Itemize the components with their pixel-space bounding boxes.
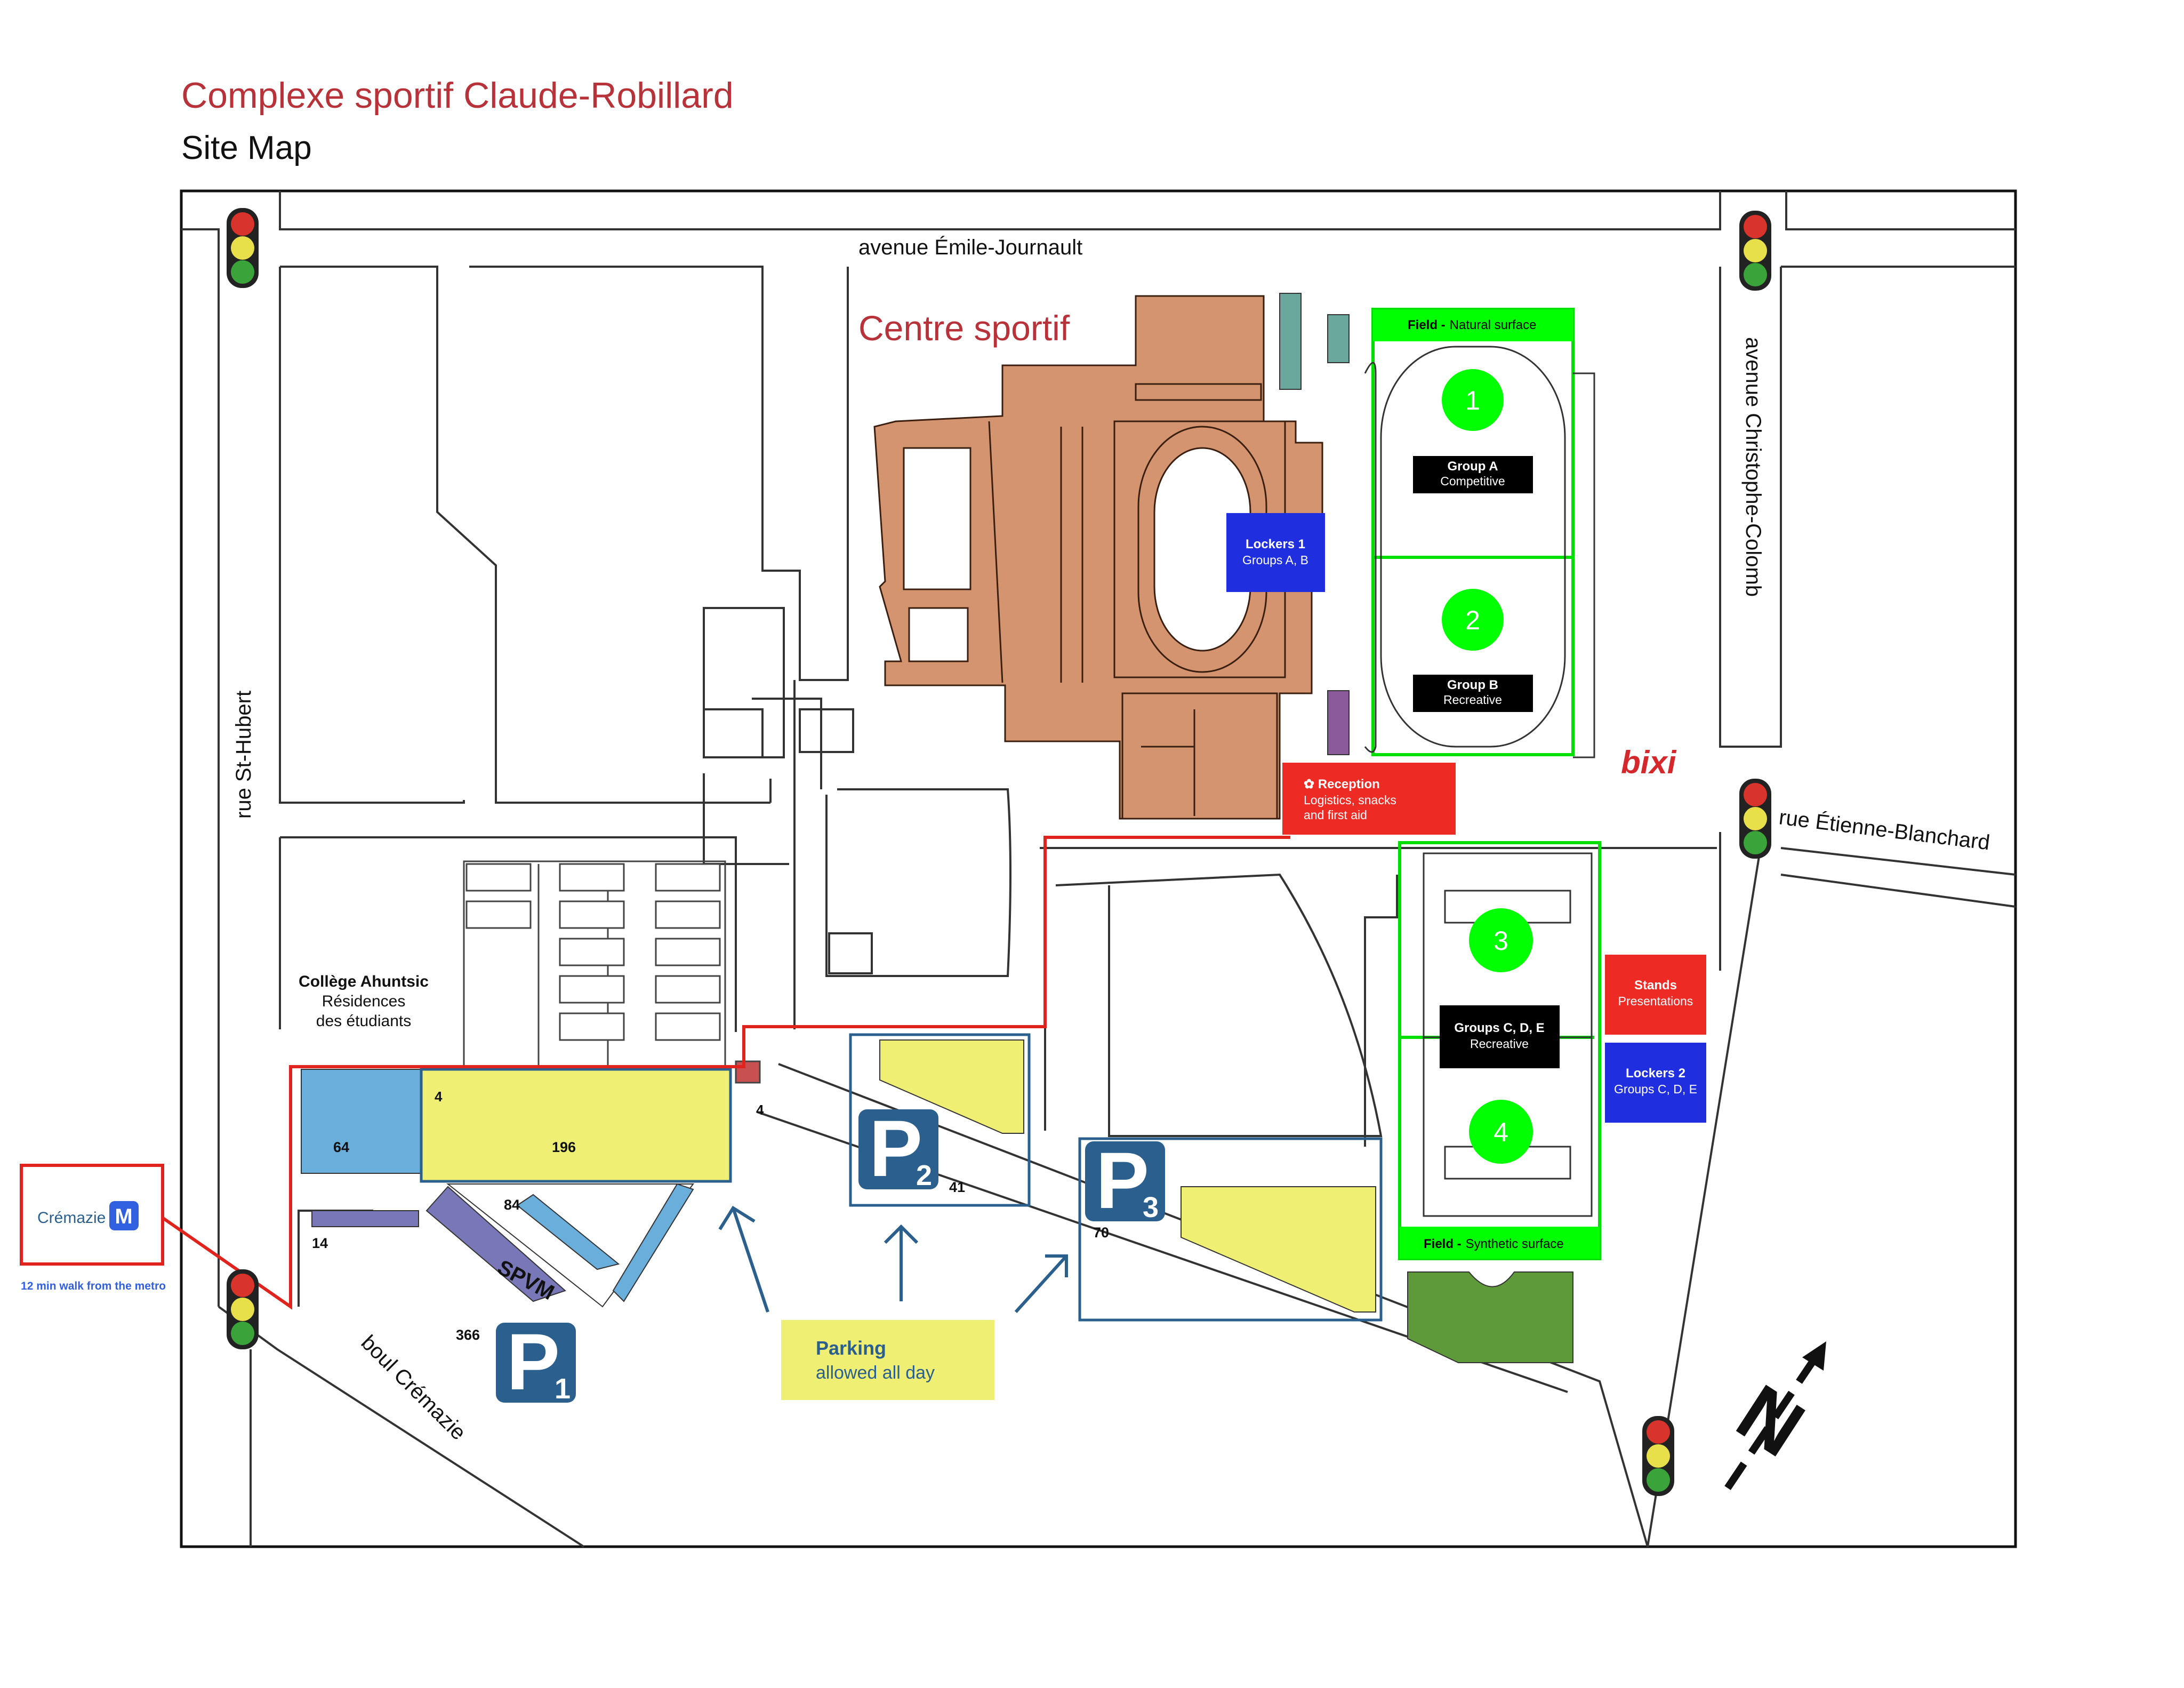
parking-lot-p1 [301,1068,732,1308]
metro-box [20,1164,164,1266]
group-cde-title: Groups C, D, E [1454,1021,1544,1035]
college-line3: des étudiants [316,1012,411,1030]
building-inner-details [903,383,1286,816]
traffic-light-icon [1739,211,1771,291]
lockers-1-box [1226,513,1325,592]
group-a-title: Group A [1447,459,1498,474]
svg-text:Field -Natural surface: Field - Natural surface [1408,318,1536,332]
parking-legend-box [781,1320,994,1400]
field-3-marker [1469,908,1533,972]
street-outlines [181,191,2016,1547]
p3-letter: P [1096,1135,1149,1225]
field-1-marker [1442,369,1504,431]
count-14: 14 [312,1235,328,1251]
metro-station: Crémazie [37,1209,106,1227]
p1-number: 1 [555,1373,571,1405]
field-synthetic-bold: Field - [1424,1237,1462,1251]
group-cde-box [1440,1005,1560,1068]
parking-lot-p2 [849,1033,1031,1207]
p3-number: 3 [1143,1191,1159,1223]
lockers-1-title: Lockers 1 [1246,537,1305,551]
count-70: 70 [1093,1225,1109,1241]
count-84: 84 [504,1197,520,1213]
field-natural-rest: Natural surface [1450,318,1537,332]
metro-badge-box [109,1201,139,1230]
lockers-2-box [1605,1043,1706,1123]
parking-legend-title: Parking [816,1337,886,1359]
page-subtitle: Site Map [181,130,312,166]
field-2-marker [1442,589,1504,651]
traffic-light-icon [1739,779,1771,859]
group-cde-sub: Recreative [1470,1037,1529,1051]
field-natural-bold: Field - [1408,318,1446,332]
page-title: Complexe sportif Claude-Robillard [181,75,734,116]
p1-letter: P [507,1317,560,1406]
field-1-number: 1 [1465,386,1480,415]
count-4a: 4 [435,1089,443,1105]
p2-letter: P [869,1103,922,1193]
bixi-logo: bixi [1621,745,1677,780]
field-4-number: 4 [1494,1117,1508,1147]
field-4-marker [1469,1100,1533,1164]
traffic-light-icon [227,208,259,288]
reception-box [1282,763,1456,835]
group-a-sub: Competitive [1440,474,1505,488]
reception-line3: and first aid [1304,808,1367,822]
street-east: avenue Christophe-Colomb [1741,337,1765,597]
centre-sportif-label: Centre sportif [858,308,1070,348]
parking-legend-sub: allowed all day [816,1363,935,1383]
field-synthetic-rest: Synthetic surface [1466,1237,1564,1251]
college-line2: Résidences [322,993,406,1010]
college-name: Collège Ahuntsic [299,973,429,990]
count-41: 41 [949,1179,965,1195]
teal-lots [1279,293,1350,755]
stands-box [1605,955,1706,1035]
reception-title: ✿ Reception [1304,777,1380,791]
walking-route [159,836,1290,1310]
parking-lot-p3 [1078,1137,1383,1322]
lockers-1-sub: Groups A, B [1242,553,1308,567]
field-natural [1364,308,1595,758]
field-2-number: 2 [1465,605,1480,635]
green-lot [1407,1271,1573,1363]
lockers-2-sub: Groups C, D, E [1614,1082,1697,1096]
street-west: rue St-Hubert [232,691,255,819]
parking-arrows [718,1205,1068,1314]
count-366: 366 [456,1327,480,1343]
group-a-box [1413,456,1533,493]
p2-number: 2 [916,1159,932,1191]
parking-sign-p1: P 1 [496,1317,576,1406]
north-arrow-icon [1724,1341,1826,1490]
parking-sign-p3: P 3 [1085,1135,1165,1225]
metro-badge: M [115,1205,132,1228]
group-b-title: Group B [1447,678,1498,692]
lockers-2-title: Lockers 2 [1626,1066,1685,1081]
traffic-light-icon [227,1269,259,1349]
svg-text:Field -Synthetic surface: Field - Synthetic surface [1424,1237,1564,1251]
group-b-sub: Recreative [1443,693,1502,707]
count-4b: 4 [756,1102,764,1118]
field-3-number: 3 [1494,926,1508,956]
parking-sign-p2: P 2 [858,1103,938,1193]
small-lots [703,708,873,974]
reception-line2: Logistics, snacks [1304,793,1396,807]
traffic-light-icon [1642,1416,1674,1496]
stands-sub: Presentations [1618,994,1693,1008]
college-buildings [465,863,721,1041]
stands-title: Stands [1634,978,1677,993]
street-north: avenue Émile-Journault [858,235,1082,259]
metro-walk: 12 min walk from the metro [21,1280,166,1292]
count-196: 196 [552,1139,576,1155]
count-64: 64 [333,1139,349,1155]
group-b-box [1413,675,1533,712]
